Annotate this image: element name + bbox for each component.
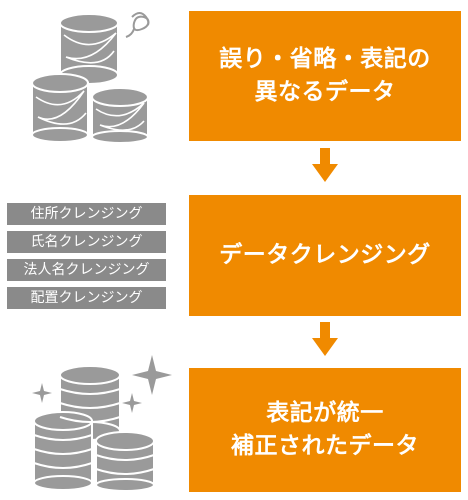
down-arrow-icon [312,148,338,182]
down-arrow-icon [312,322,338,356]
tag-name-cleansing: 氏名クレンジング [7,231,166,253]
step-box-raw-data: 誤り・省略・表記の 異なるデータ [189,11,461,141]
step-label-raw-data: 誤り・省略・表記の 異なるデータ [219,46,431,105]
step-label-clean-data: 表記が統一 補正されたデータ [231,400,419,459]
tag-placement-cleansing: 配置クレンジング [7,287,166,309]
clean-data-cylinders-icon [32,355,172,492]
tag-corporate-name-cleansing: 法人名クレンジング [7,259,166,281]
messy-data-cylinders-icon [31,12,150,144]
step-box-data-cleansing: データクレンジング [189,195,461,316]
step-box-clean-data: 表記が統一 補正されたデータ [189,368,461,492]
step-label-data-cleansing: データクレンジング [219,242,431,268]
tag-address-cleansing: 住所クレンジング [7,203,166,225]
